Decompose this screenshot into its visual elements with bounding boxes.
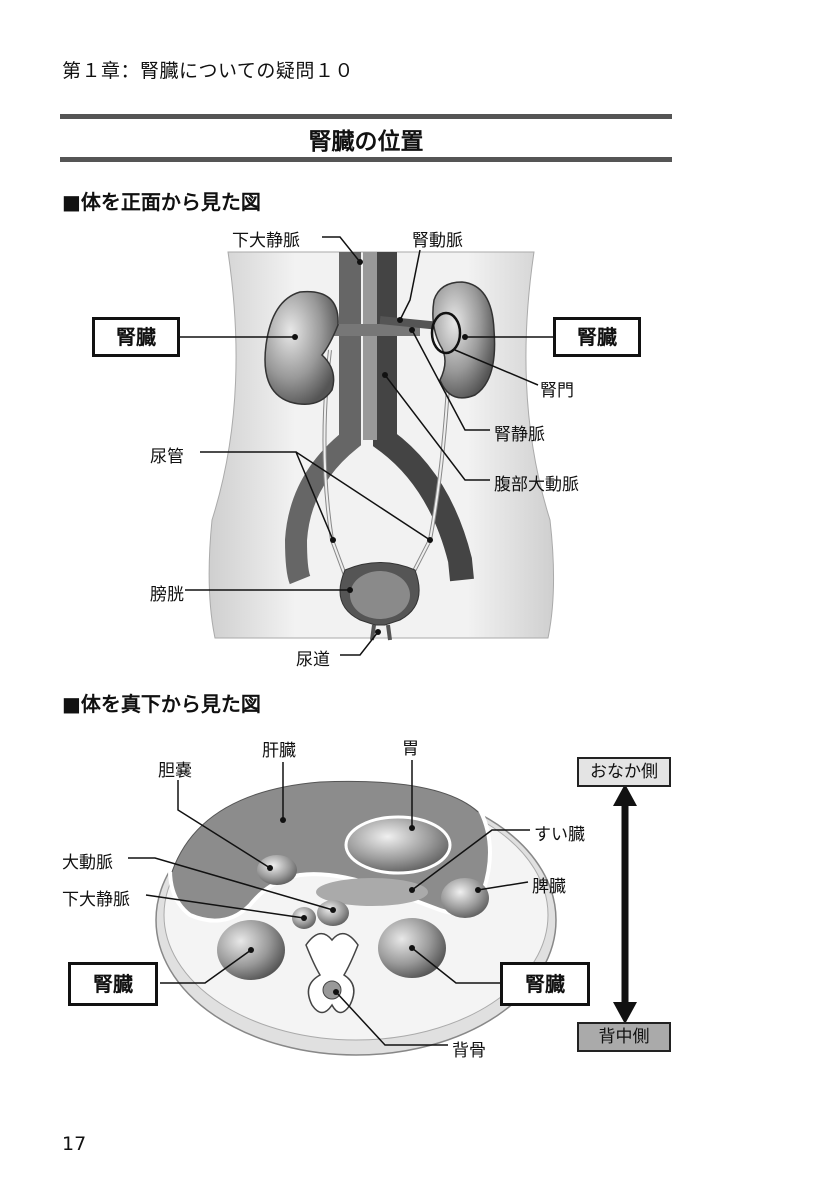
label-kidney-right-bottom: 腎臓 [500,962,590,1006]
label-liver: 肝臓 [262,736,296,761]
label-pancreas: すい臓 [534,820,585,845]
label-aorta: 大動脈 [62,848,113,873]
label-back-side: 背中側 [577,1022,671,1052]
label-stomach: 胃 [402,734,419,759]
label-kidney-left-bottom: 腎臓 [68,962,158,1006]
label-spleen: 脾臓 [532,872,566,897]
label-ivc-bottom: 下大静脈 [62,885,130,910]
label-spine: 背骨 [452,1036,486,1061]
label-gallbladder: 胆嚢 [158,756,192,781]
page-number: 17 [62,1133,86,1155]
label-belly-side: おなか側 [577,757,671,787]
